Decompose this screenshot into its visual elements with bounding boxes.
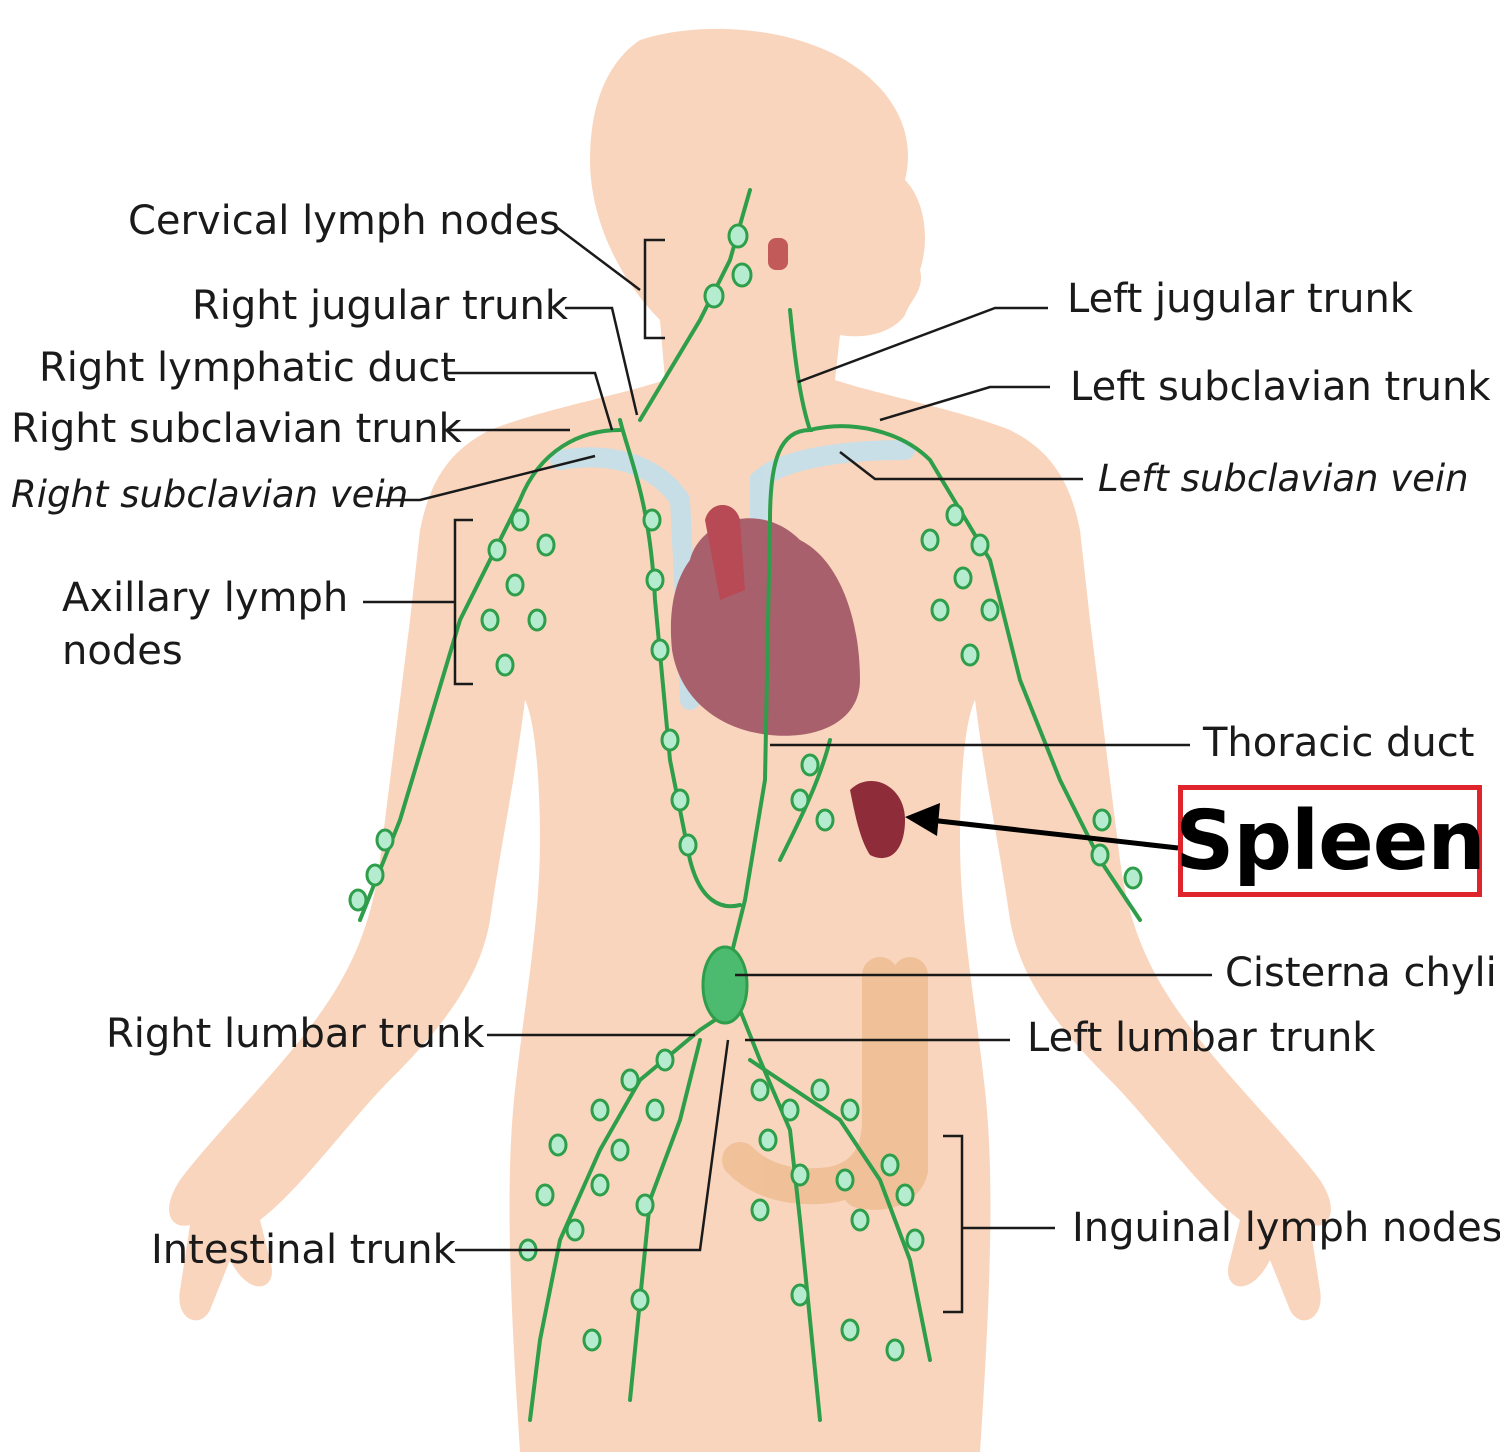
bracket-cervical <box>643 238 665 340</box>
label-intestinal-trunk: Intestinal trunk <box>151 1227 456 1273</box>
label-left-lumbar-trunk: Left lumbar trunk <box>1027 1015 1376 1061</box>
bracket-inguinal <box>943 1134 964 1314</box>
label-right-jugular-trunk: Right jugular trunk <box>192 283 569 329</box>
label-right-subclavian-trunk: Right subclavian trunk <box>11 406 462 452</box>
label-right-lumbar-trunk: Right lumbar trunk <box>106 1011 485 1057</box>
leader-right-jugular <box>565 306 639 416</box>
leader-left-subclavian-trunk <box>879 385 1050 422</box>
label-inguinal-lymph-nodes: Inguinal lymph nodes <box>1072 1205 1500 1251</box>
label-cervical-lymph-nodes: Cervical lymph nodes <box>128 198 560 244</box>
spleen-arrow <box>905 803 1179 851</box>
leader-cervical <box>554 225 641 291</box>
heart <box>670 505 860 736</box>
leader-intestinal <box>455 1039 730 1252</box>
leader-left-subclavian-vein <box>839 451 1083 481</box>
label-left-subclavian-vein: Left subclavian vein <box>1098 457 1469 500</box>
cisterna-chyli-node <box>701 945 749 1025</box>
label-left-subclavian-trunk: Left subclavian trunk <box>1070 364 1491 410</box>
label-left-jugular-trunk: Left jugular trunk <box>1067 276 1413 322</box>
intestine <box>722 957 928 1210</box>
label-cisterna-chyli: Cisterna chyli <box>1225 950 1497 996</box>
leader-right-lymphatic <box>445 371 614 431</box>
bracket-axillary <box>453 518 473 686</box>
leader-left-jugular <box>797 306 1048 384</box>
lymph-nodes <box>348 223 1143 1362</box>
leader-right-subclavian-vein <box>380 454 596 502</box>
spleen-label: Spleen <box>1175 793 1485 889</box>
label-right-subclavian-vein: Right subclavian vein <box>11 473 409 516</box>
label-axillary-lymph-nodes: Axillary lymph nodes <box>62 575 349 675</box>
label-right-lymphatic-duct: Right lymphatic duct <box>39 345 456 391</box>
spleen-highlight-box: Spleen <box>1175 785 1486 897</box>
thyroid <box>768 238 788 270</box>
body-silhouette <box>169 28 1331 1452</box>
label-thoracic-duct: Thoracic duct <box>1203 720 1475 766</box>
leader-lines <box>363 225 1212 1314</box>
spleen-organ <box>850 781 905 859</box>
subclavian-veins <box>550 440 915 710</box>
